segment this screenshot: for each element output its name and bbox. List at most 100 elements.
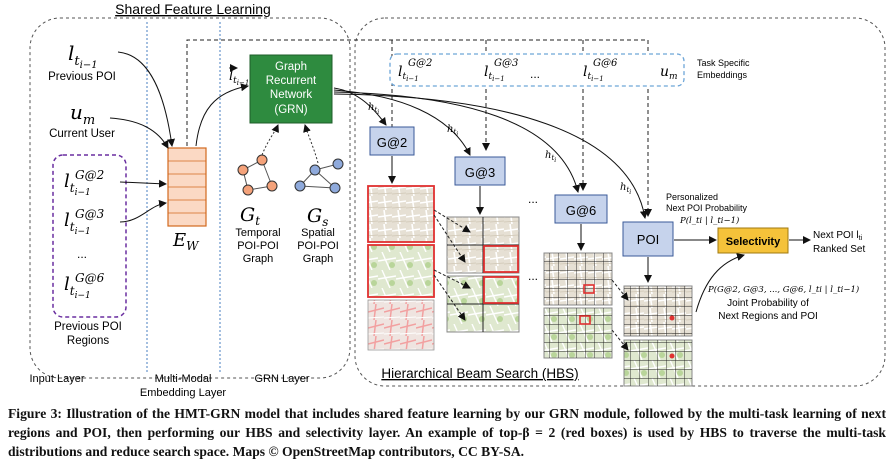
task-box-g6 <box>554 194 608 224</box>
svg-text:Spatial: Spatial <box>301 227 335 239</box>
output-label-1: Next POI lti <box>813 230 863 242</box>
selectivity-box <box>717 227 789 254</box>
svg-text:Temporal: Temporal <box>235 227 280 239</box>
joint-prob-label-2: Next Regions and POI <box>718 311 818 322</box>
spatial-graph-label: Gs Spatial POI-POI Graph <box>297 205 339 265</box>
joint-prob-formula: P(G@2, G@3, ..., G@6, l_ti | l_ti−1) <box>707 284 859 295</box>
hidden-label-1: hti <box>368 102 379 116</box>
temporal-graph <box>237 154 278 196</box>
task-embeddings-box <box>389 53 685 87</box>
svg-text:lti−1: lti−1 <box>64 210 91 237</box>
svg-text:G@2: G@2 <box>75 168 104 182</box>
arrow-user <box>109 117 169 149</box>
svg-text:um: um <box>70 100 95 128</box>
personalized-prob-label-2: Next POI Probability <box>666 203 748 213</box>
arrow-prev-poi <box>117 51 176 147</box>
regions-label-2: Regions <box>67 335 109 347</box>
arrow-region-g2 <box>119 179 167 188</box>
task-embeddings-label-1: Task Specific <box>697 58 750 68</box>
svg-text:Gs: Gs <box>307 205 328 229</box>
input-layer-label: Input Layer <box>29 373 84 385</box>
grn-label-3: Network <box>270 89 312 101</box>
region-input-dots: ... <box>77 247 87 261</box>
joint-prob-label-1: Joint Probability of <box>727 298 809 309</box>
svg-text:lti−1: lti−1 <box>64 274 91 301</box>
grn-box <box>249 54 333 124</box>
hbs-region <box>354 17 886 387</box>
svg-text:POI-POI: POI-POI <box>237 240 279 252</box>
arrow-joint-to-selectivity <box>695 253 745 313</box>
arrow-gs-to-grn <box>303 124 319 164</box>
svg-text:Previous POI: Previous POI <box>48 71 116 83</box>
hidden-label-3: hti <box>545 150 556 164</box>
region-input-g3: lti−1 G@3 <box>64 207 105 237</box>
personalized-prob-label-1: Personalized <box>666 192 718 202</box>
embedding-dashed-bus <box>186 39 648 146</box>
map-g6-grid-2 <box>543 307 613 359</box>
task-box-g6-label: G@6 <box>566 203 597 218</box>
map-poi-grid-2 <box>623 339 693 387</box>
task-box-poi-label: POI <box>637 232 659 247</box>
previous-poi-regions-box <box>52 154 127 318</box>
hbs-title: Hierarchical Beam Search (HBS) <box>381 366 578 381</box>
grn-input-label: lti−1 <box>229 69 249 87</box>
map-poi-grid-1 <box>623 285 693 337</box>
task-box-poi <box>622 221 674 257</box>
previous-poi-input: lti−1 Previous POI <box>48 41 116 83</box>
svg-text:Current User: Current User <box>49 128 115 140</box>
task-box-g3 <box>454 156 506 186</box>
embedding-layer-label-2: Embedding Layer <box>140 387 227 399</box>
map-g2-region-2 <box>367 244 435 298</box>
arrow-embed-to-grn <box>195 83 249 147</box>
figure-caption: Figure 3: Illustration of the HMT-GRN mo… <box>8 406 886 459</box>
region-input-g2: lti−1 G@2 <box>64 168 104 198</box>
svg-text:Graph: Graph <box>243 253 274 265</box>
hidden-label-4: hti <box>620 182 631 196</box>
task-box-g2-label: G@2 <box>377 135 408 150</box>
svg-text:lti−1: lti−1 <box>68 41 98 71</box>
hidden-arrow-poi <box>333 93 648 219</box>
embedding-block <box>167 147 207 227</box>
grn-label-2: Recurrent <box>266 75 317 87</box>
region-input-g6: lti−1 G@6 <box>64 271 105 301</box>
hmt-grn-diagram: Shared Feature Learning Hierarchical Bea… <box>29 1 886 399</box>
task-box-g2 <box>369 126 415 156</box>
svg-text:G@3: G@3 <box>75 207 105 221</box>
map-g2-region-1 <box>367 185 435 243</box>
shared-learning-region <box>29 17 351 379</box>
shared-feature-learning-title: Shared Feature Learning <box>115 1 271 17</box>
map-g3-grid-1 <box>446 216 520 274</box>
embedding-layer-label-1: Multi-Modal <box>155 373 212 385</box>
svg-text:Gt: Gt <box>240 204 260 228</box>
arrow-gt-to-grn <box>261 124 279 156</box>
hidden-arrow-g6 <box>333 91 581 193</box>
embedding-label: EW <box>172 230 200 253</box>
task-dots: ... <box>528 192 538 206</box>
hidden-label-2: hti <box>447 124 458 138</box>
output-label-2: Ranked Set <box>813 244 865 255</box>
personalized-prob-formula: P(l_ti | l_ti−1) <box>679 215 739 226</box>
grn-layer-label: GRN Layer <box>254 373 309 385</box>
task-embedding-um: um <box>660 64 678 82</box>
svg-text:Graph: Graph <box>303 253 334 265</box>
svg-text:G@3: G@3 <box>494 58 518 69</box>
maps-dots: ... <box>528 269 538 283</box>
spatial-graph <box>294 158 344 194</box>
grn-label-4: (GRN) <box>274 104 307 116</box>
task-box-g3-label: G@3 <box>465 165 496 180</box>
temporal-graph-label: Gt Temporal POI-POI Graph <box>235 204 280 265</box>
svg-text:lti−1: lti−1 <box>64 171 91 198</box>
map-g3-grid-2 <box>446 275 520 333</box>
regions-label-1: Previous POI <box>54 321 122 333</box>
map-g2-region-3 <box>367 299 435 351</box>
selectivity-label: Selectivity <box>726 236 781 248</box>
current-user-input: um Current User <box>49 100 115 140</box>
task-embeddings-label-2: Embeddings <box>697 70 748 80</box>
map-g6-grid-1 <box>543 252 613 306</box>
grn-label-1: Graph <box>275 61 307 73</box>
svg-text:POI-POI: POI-POI <box>297 240 339 252</box>
svg-text:G@6: G@6 <box>593 58 618 69</box>
svg-text:G@6: G@6 <box>75 271 105 285</box>
svg-text:G@2: G@2 <box>408 58 432 69</box>
hidden-arrow-g2 <box>333 87 387 126</box>
